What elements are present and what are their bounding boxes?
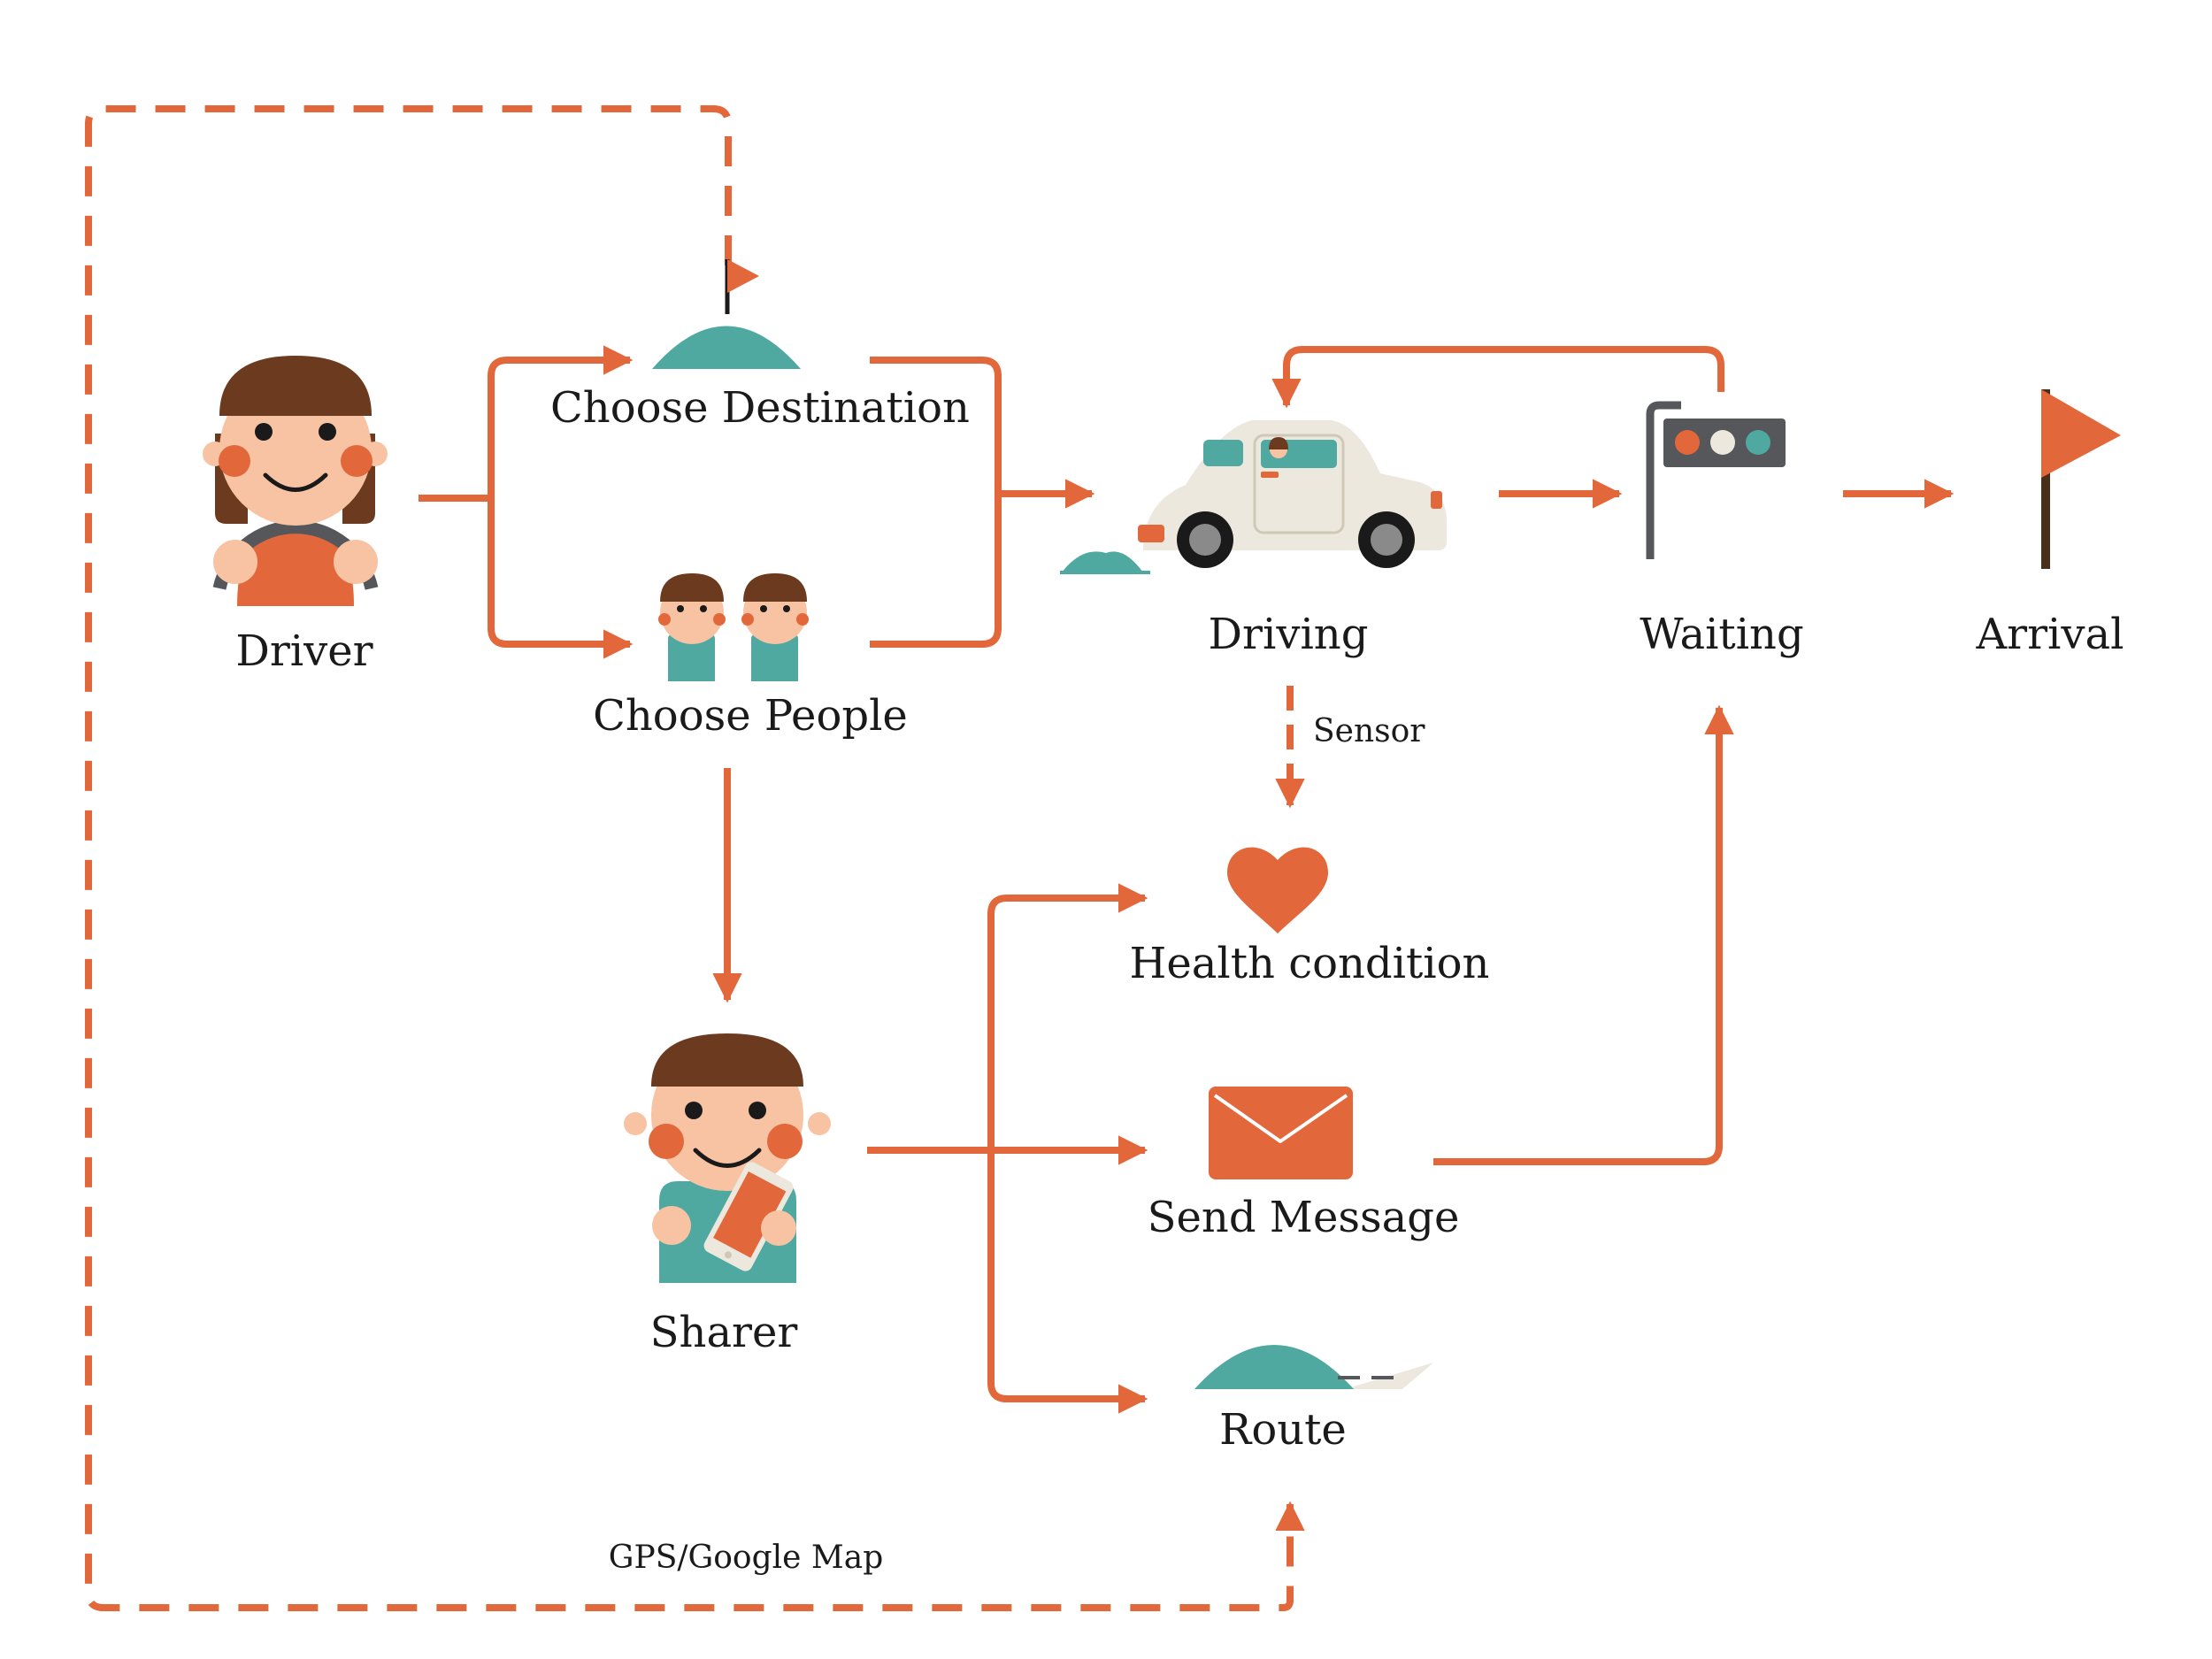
destination-out-line xyxy=(870,357,1002,648)
route-label: Route xyxy=(1219,1405,1347,1455)
send-message-label: Send Message xyxy=(1148,1193,1460,1242)
finish-flag-icon xyxy=(2041,389,2121,569)
waiting-label: Waiting xyxy=(1640,610,1803,659)
health-condition-label: Health condition xyxy=(1130,939,1490,988)
gps-google-map-label: GPS/Google Map xyxy=(609,1540,884,1576)
choose-people-label: Choose People xyxy=(593,691,908,741)
sensor-label: Sensor xyxy=(1313,713,1425,749)
traffic-light-icon xyxy=(1646,401,1786,559)
sharer-with-phone-icon xyxy=(624,1033,831,1283)
connectors xyxy=(85,105,1955,1611)
gps-dashed-loop xyxy=(85,105,1305,1611)
arrival-label: Arrival xyxy=(1976,610,2124,659)
choose-destination-label: Choose Destination xyxy=(550,383,970,433)
two-people-icon xyxy=(658,573,809,681)
arrow-waiting-back-to-driving xyxy=(1271,346,1724,409)
arrow-to-health xyxy=(987,883,1148,1150)
driver-at-wheel-icon xyxy=(203,356,388,606)
road-hill-icon xyxy=(1194,1345,1433,1389)
driver-label: Driver xyxy=(235,626,373,676)
car-icon xyxy=(1060,420,1447,574)
arrow-message-to-waiting xyxy=(1433,704,1734,1165)
arrow-to-route xyxy=(987,1150,1148,1414)
hill-with-flag-icon xyxy=(652,259,801,369)
arrow-to-destination xyxy=(488,345,634,498)
heart-icon xyxy=(1227,847,1328,933)
sharer-label: Sharer xyxy=(650,1308,798,1357)
labels: Driver Choose Destination Choose People … xyxy=(235,383,2124,1576)
arrow-to-people xyxy=(488,498,634,659)
driving-label: Driving xyxy=(1209,610,1369,659)
envelope-icon xyxy=(1209,1087,1353,1179)
